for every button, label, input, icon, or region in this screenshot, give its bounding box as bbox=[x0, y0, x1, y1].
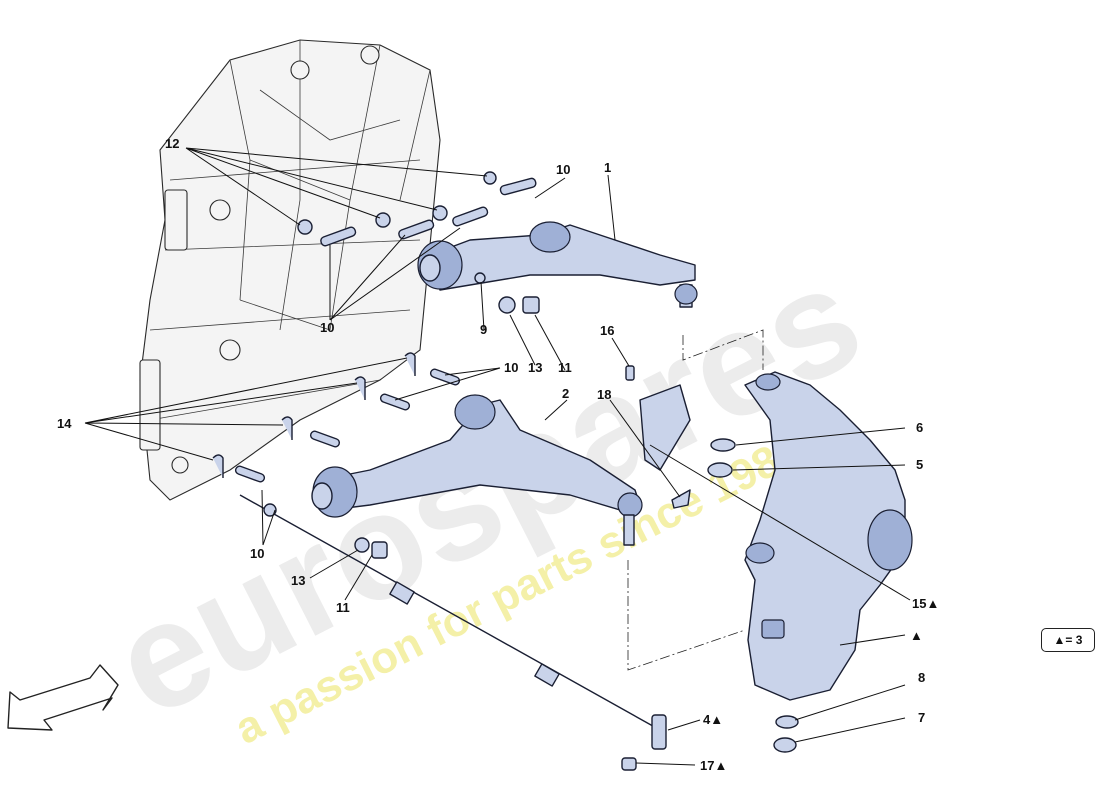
callout-1: 1 bbox=[604, 160, 611, 175]
upper-wishbone bbox=[417, 221, 698, 308]
track-rod bbox=[239, 494, 667, 750]
upright bbox=[744, 371, 913, 701]
callout-13-top: 13 bbox=[528, 360, 542, 375]
callout-11-top: 11 bbox=[558, 360, 572, 375]
direction-arrow-icon bbox=[7, 664, 119, 731]
callout-9: 9 bbox=[480, 322, 487, 337]
lower-wishbone bbox=[311, 394, 643, 546]
callout-17: 17▲ bbox=[700, 758, 727, 773]
callout-10-right: 10 bbox=[504, 360, 518, 375]
callout-14: 14 bbox=[57, 416, 72, 431]
callout-8: 8 bbox=[918, 670, 925, 685]
leader-lines bbox=[84, 147, 911, 766]
callouts: 1 2 4▲ 5 6 7 8 9 10 10 10 10 11 11 12 13… bbox=[57, 136, 939, 773]
callout-5: 5 bbox=[916, 457, 923, 472]
callout-6: 6 bbox=[916, 420, 923, 435]
callout-10-mid: 10 bbox=[320, 320, 334, 335]
callout-15: 15▲ bbox=[912, 596, 939, 611]
callout-10-bottom: 10 bbox=[250, 546, 264, 561]
callout-10-top: 10 bbox=[556, 162, 570, 177]
callout-12: 12 bbox=[165, 136, 179, 151]
callout-2: 2 bbox=[562, 386, 569, 401]
callout-7: 7 bbox=[918, 710, 925, 725]
callout-4: 4▲ bbox=[703, 712, 723, 727]
legend-quantity-note: ▲= 3 bbox=[1041, 628, 1095, 652]
legend-text: ▲= 3 bbox=[1053, 633, 1083, 647]
callout-16: 16 bbox=[600, 323, 614, 338]
callout-18: 18 bbox=[597, 387, 611, 402]
hardware bbox=[212, 171, 799, 771]
callout-13-bottom: 13 bbox=[291, 573, 305, 588]
callout-11-bottom: 11 bbox=[336, 600, 350, 615]
alignment-lines bbox=[627, 329, 764, 671]
callout-triangle: ▲ bbox=[910, 628, 923, 643]
